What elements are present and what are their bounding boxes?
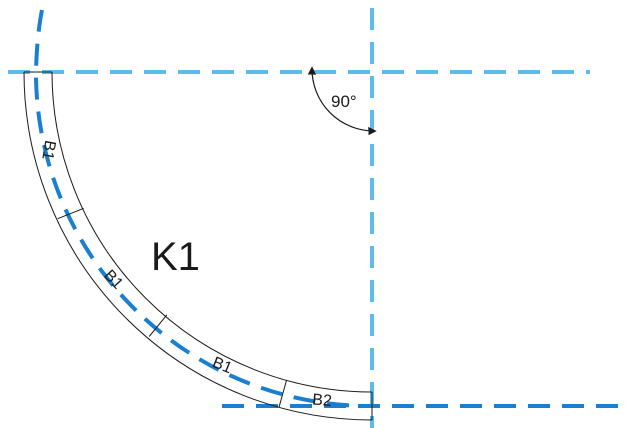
segment-divider-1 [57, 207, 84, 220]
segment-label-1: B1 [38, 139, 58, 161]
segment-divider-2 [148, 314, 168, 337]
track-inner-edge [51, 71, 373, 393]
angle-arc-arrow [307, 66, 377, 136]
centerline-arc [33, 9, 373, 409]
track-outer-edge [23, 71, 373, 421]
diagram-title: K1 [151, 235, 200, 279]
angle-label: 90° [331, 92, 357, 111]
segment-label-4: B2 [312, 391, 333, 410]
segment-label-3: B1 [210, 354, 235, 377]
segment-label-2: B1 [100, 267, 126, 293]
segment-divider-3 [278, 380, 287, 408]
